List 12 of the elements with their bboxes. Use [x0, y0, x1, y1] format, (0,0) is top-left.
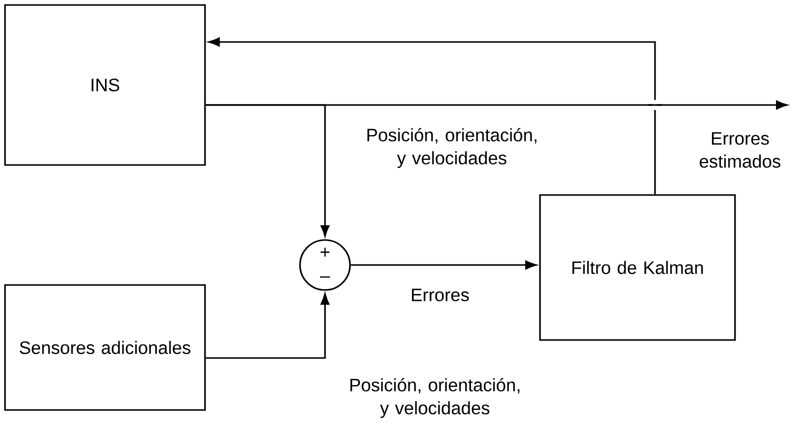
edge-label: Errores	[412, 288, 469, 302]
arrow	[350, 260, 537, 270]
arrow	[206, 293, 330, 359]
summing-junction: + –	[299, 239, 351, 291]
edge-label: Errores estimados	[700, 132, 780, 168]
filter-box: Filtro de Kalman	[539, 194, 736, 341]
arrow	[206, 104, 330, 237]
ins-box: INS	[4, 4, 206, 166]
sensor-box: Sensores adicionales	[4, 284, 206, 411]
arrow	[208, 38, 656, 194]
edge-label: Posición, orientación, y velocidades	[350, 378, 520, 418]
edge-label: Posición, orientación, y velocidades	[367, 128, 536, 168]
